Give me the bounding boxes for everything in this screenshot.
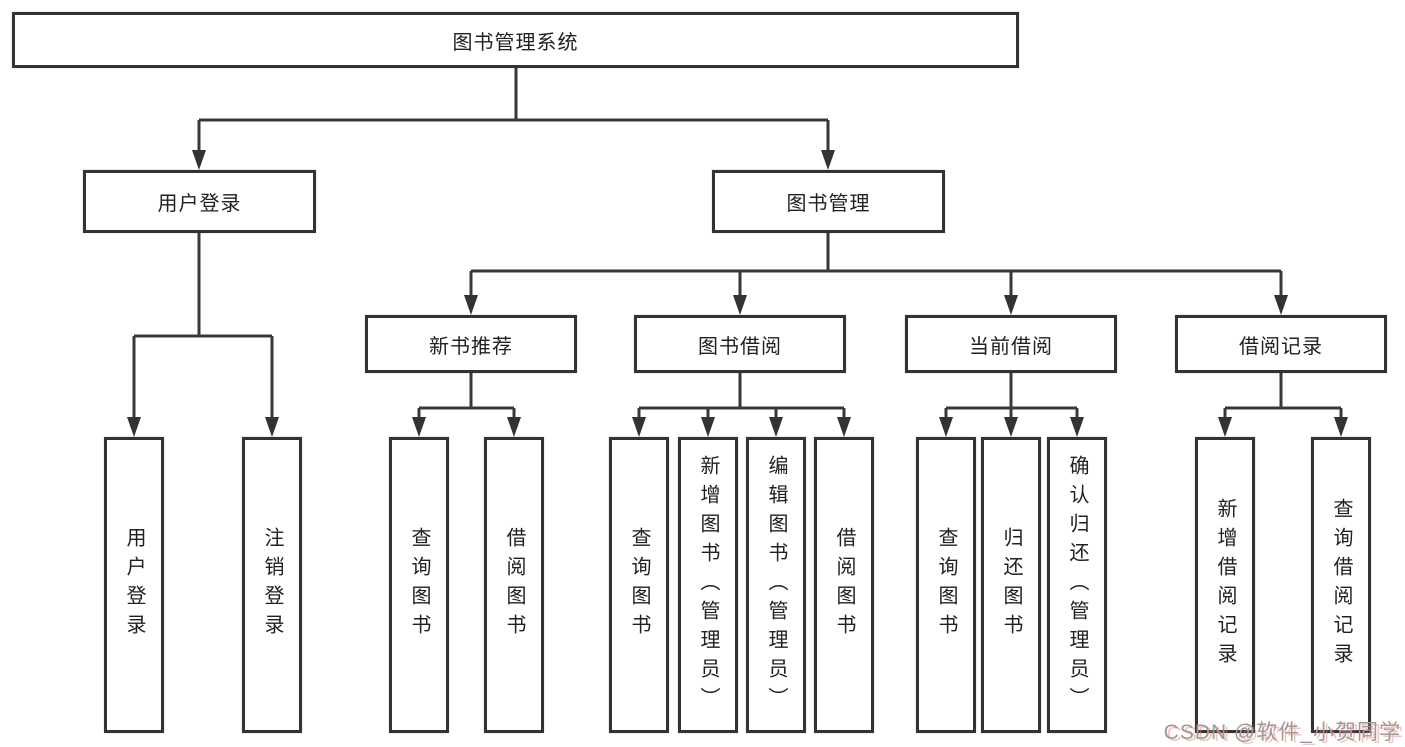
node-borrow-record: 借阅记录 — [1175, 315, 1387, 373]
leaf-label: 新增图书（管理员） — [697, 454, 719, 716]
leaf-newbook-borrow-books: 借阅图书 — [484, 437, 544, 733]
leaf-logout: 注销登录 — [242, 437, 302, 733]
leaf-label: 注销登录 — [261, 527, 283, 643]
node-label: 图书管理系统 — [452, 31, 579, 54]
leaf-borrow-query-books: 查询图书 — [609, 437, 669, 733]
leaf-label: 归还图书 — [1000, 527, 1022, 643]
leaf-newbook-query-books: 查询图书 — [389, 437, 449, 733]
node-label: 新书推荐 — [429, 335, 513, 358]
leaf-label: 用户登录 — [123, 527, 145, 643]
leaf-current-confirm-return-admin: 确认归还（管理员） — [1047, 437, 1107, 733]
csdn-watermark: CSDN @软件_小贺同学 — [1163, 721, 1401, 744]
leaf-record-query-borrow-record: 查询借阅记录 — [1311, 437, 1371, 733]
leaf-record-add-borrow-record: 新增借阅记录 — [1195, 437, 1255, 733]
leaf-user-login: 用户登录 — [104, 437, 164, 733]
node-label: 图书管理 — [786, 193, 871, 215]
node-label: 当前借阅 — [969, 335, 1053, 358]
leaf-label: 查询图书 — [935, 527, 957, 643]
leaf-label: 查询图书 — [408, 527, 430, 643]
node-root-system: 图书管理系统 — [12, 12, 1019, 68]
leaf-label: 查询借阅记录 — [1330, 498, 1352, 672]
node-current-borrow: 当前借阅 — [905, 315, 1117, 373]
leaf-borrow-add-books-admin: 新增图书（管理员） — [678, 437, 738, 733]
leaf-label: 确认归还（管理员） — [1066, 454, 1088, 716]
node-user-login: 用户登录 — [83, 170, 316, 233]
node-label: 图书借阅 — [698, 335, 782, 358]
leaf-borrow-edit-books-admin: 编辑图书（管理员） — [746, 437, 806, 733]
leaf-current-query-books: 查询图书 — [916, 437, 976, 733]
arrowheads — [127, 150, 1348, 437]
leaf-current-return-books: 归还图书 — [981, 437, 1041, 733]
node-label: 用户登录 — [157, 193, 242, 215]
leaf-label: 查询图书 — [628, 527, 650, 643]
leaf-label: 编辑图书（管理员） — [765, 454, 787, 716]
node-new-book-recommend: 新书推荐 — [365, 315, 577, 373]
node-book-management: 图书管理 — [712, 170, 945, 233]
leaf-label: 新增借阅记录 — [1214, 498, 1236, 672]
leaf-label: 借阅图书 — [833, 527, 855, 643]
node-book-borrow: 图书借阅 — [634, 315, 846, 373]
leaf-label: 借阅图书 — [503, 527, 525, 643]
node-label: 借阅记录 — [1239, 335, 1323, 358]
leaf-borrow-borrow-books: 借阅图书 — [814, 437, 874, 733]
